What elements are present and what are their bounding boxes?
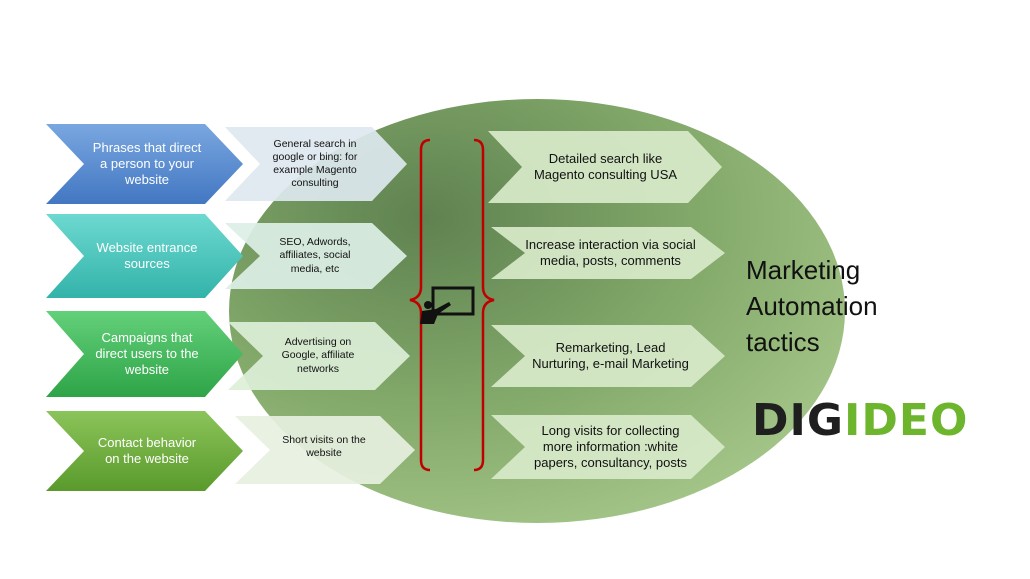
left-bracket	[409, 138, 431, 472]
middle-label-3: Advertising on Google, affiliate network…	[281, 336, 355, 375]
left-chevron-2	[46, 214, 243, 298]
middle-chevron-3	[228, 322, 410, 390]
right-label-4: Long visits for collecting more informat…	[534, 422, 687, 471]
middle-label-2: SEO, Adwords, affiliates, social media, …	[279, 236, 351, 275]
right-label-2: Increase interaction via social media, p…	[525, 236, 696, 268]
logo-part-dig: DIG	[752, 395, 845, 446]
left-label-2: Website entrance sources	[96, 239, 198, 271]
right-chevron-3	[491, 325, 725, 387]
middle-label-1: General search in google or bing: for ex…	[272, 137, 358, 190]
left-chevron-4	[46, 411, 243, 491]
left-chevron-1	[46, 124, 243, 204]
left-label-4: Contact behavior on the website	[97, 434, 197, 466]
right-label-1: Detailed search like Magento consulting …	[533, 150, 678, 182]
middle-chevron-1	[225, 127, 407, 201]
right-chevron-2	[491, 227, 725, 279]
logo-part-ideo: IDEO	[844, 395, 969, 446]
digideo-logo: DIGIDEO	[752, 395, 968, 446]
middle-chevron-2	[225, 223, 407, 289]
right-chevron-4	[491, 415, 725, 479]
right-chevron-1	[488, 131, 722, 203]
left-label-3: Campaigns that direct users to the websi…	[95, 329, 199, 378]
presentation-board-icon	[420, 286, 475, 324]
diagram-title: Marketing Automation tactics	[746, 255, 878, 357]
right-label-3: Remarketing, Lead Nurturing, e-mail Mark…	[532, 339, 689, 371]
left-chevron-3	[46, 311, 243, 397]
left-label-1: Phrases that direct a person to your web…	[92, 139, 202, 188]
right-bracket	[473, 138, 495, 472]
middle-label-4: Short visits on the website	[282, 433, 366, 459]
middle-chevron-4	[235, 416, 415, 484]
